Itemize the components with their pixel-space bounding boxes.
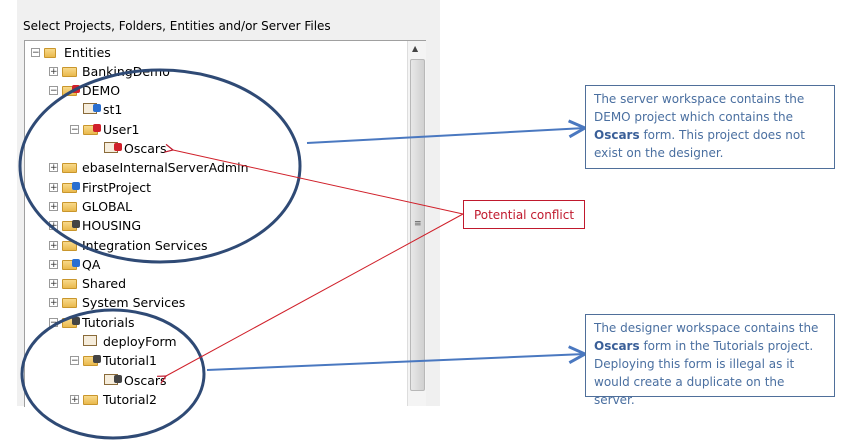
folder-icon (62, 296, 80, 309)
expand-icon[interactable]: + (49, 279, 58, 290)
status-badge-icon (72, 258, 80, 267)
expand-icon[interactable]: + (70, 394, 79, 405)
designer-arrow (206, 354, 585, 371)
tree-item[interactable]: + GLOBAL (49, 197, 132, 215)
expand-icon[interactable]: + (49, 163, 58, 174)
tree-item-label: User1 (103, 121, 140, 137)
folder-icon (83, 123, 101, 136)
expand-icon[interactable]: + (49, 259, 58, 270)
status-badge-icon (93, 355, 101, 364)
grip-icon: ≡ (414, 219, 422, 229)
tree-item-label: st1 (103, 102, 123, 118)
tree-item-label: System Services (82, 295, 186, 311)
tree-item[interactable]: + Integration Services (49, 236, 208, 254)
tree-item-label: HOUSING (82, 218, 142, 234)
tree-item-label: Oscars (124, 372, 167, 388)
vertical-scrollbar[interactable]: ▲ ≡ (407, 41, 426, 406)
tree-item-label: Entities (64, 44, 111, 60)
form-icon (83, 103, 101, 116)
folder-icon (62, 258, 80, 271)
folder-icon (62, 65, 80, 78)
collapse-icon[interactable]: − (70, 356, 79, 367)
tree-item[interactable]: deployForm (83, 333, 177, 351)
tree-item[interactable]: − Entities (31, 43, 111, 61)
callout-text: The designer workspace contains the (594, 321, 819, 335)
tree-item[interactable]: − User1 (70, 120, 139, 138)
conflict-arrow-designer (166, 213, 464, 376)
scroll-up-icon[interactable]: ▲ (412, 44, 419, 53)
tree-item[interactable]: + BankingDemo (49, 62, 170, 80)
callout-bold: Oscars (594, 339, 640, 353)
status-badge-icon (114, 143, 122, 151)
potential-conflict-label: Potential conflict (463, 200, 585, 229)
expand-icon[interactable]: + (49, 182, 58, 193)
server-arrow (306, 128, 585, 144)
server-callout: The server workspace contains the DEMO p… (585, 85, 835, 169)
status-badge-icon (93, 123, 101, 132)
expand-icon[interactable]: + (49, 66, 58, 77)
tree-item[interactable]: + ebaseInternalServerAdmin (49, 159, 249, 177)
tree-item-label: DEMO (82, 83, 121, 99)
tree-item-label: Tutorial1 (103, 353, 157, 369)
conflict-arrow-server (173, 150, 464, 215)
status-badge-icon (114, 374, 122, 383)
tree-item[interactable]: Oscars (104, 140, 167, 158)
expand-icon[interactable]: + (49, 240, 58, 251)
tree-item-label: deployForm (103, 334, 177, 349)
collapse-icon[interactable]: − (49, 86, 58, 97)
tree-item[interactable]: + Shared (49, 275, 126, 293)
tree-item[interactable]: Oscars (104, 371, 167, 389)
status-badge-icon (72, 220, 80, 229)
folder-icon (62, 181, 80, 194)
form-icon (104, 142, 122, 155)
callout-text: form in the Tutorials project. Deploying… (594, 339, 814, 407)
folder-icon (62, 161, 80, 174)
tree-item-label: Tutorials (82, 314, 135, 330)
form-icon (104, 373, 122, 387)
expand-icon[interactable]: + (49, 298, 58, 309)
tree-item-label: GLOBAL (82, 198, 133, 214)
panel-title: Select Projects, Folders, Entities and/o… (23, 19, 331, 33)
server-highlight-ellipse (18, 68, 302, 264)
tree-item[interactable]: st1 (83, 101, 122, 119)
tree-item-label: Integration Services (82, 237, 208, 253)
form-icon (83, 335, 101, 348)
entities-icon (44, 46, 62, 59)
designer-callout: The designer workspace contains the Osca… (585, 314, 835, 407)
callout-text: form. This project does not exist on the… (594, 128, 805, 160)
tree-item-label: Oscars (124, 141, 167, 156)
expand-icon[interactable]: + (49, 201, 58, 212)
designer-highlight-ellipse (20, 308, 206, 440)
callout-text: The server workspace contains the DEMO p… (594, 92, 805, 124)
tree-item-label: Shared (82, 276, 127, 292)
folder-icon (62, 200, 80, 213)
tree-item-label: Tutorial2 (103, 391, 157, 407)
tree-item[interactable]: +HOUSING (49, 217, 141, 235)
folder-icon (62, 277, 80, 290)
tree-item[interactable]: + Tutorial2 (70, 390, 157, 408)
tree-item[interactable]: + System Services (49, 294, 185, 312)
status-badge-icon (72, 316, 80, 325)
tree-item[interactable]: −Tutorials (49, 313, 134, 331)
tree-item[interactable]: + FirstProject (49, 178, 151, 196)
tree-item[interactable]: − Tutorial1 (70, 352, 157, 370)
folder-icon (62, 239, 80, 252)
collapse-icon[interactable]: − (31, 47, 40, 58)
tree-item[interactable]: + QA (49, 255, 100, 273)
collapse-icon[interactable]: − (70, 124, 79, 135)
tree-item-label: QA (82, 256, 101, 272)
folder-icon (83, 354, 101, 367)
tree-item-label: ebaseInternalServerAdmin (82, 160, 249, 176)
folder-icon (83, 393, 101, 406)
status-badge-icon (72, 181, 80, 190)
status-badge-icon (93, 104, 101, 113)
tree-item-label: BankingDemo (82, 63, 170, 79)
tree-item-label: FirstProject (82, 179, 152, 195)
scrollbar-thumb[interactable]: ≡ (410, 59, 425, 391)
folder-icon (62, 219, 80, 232)
callout-bold: Oscars (594, 128, 640, 142)
